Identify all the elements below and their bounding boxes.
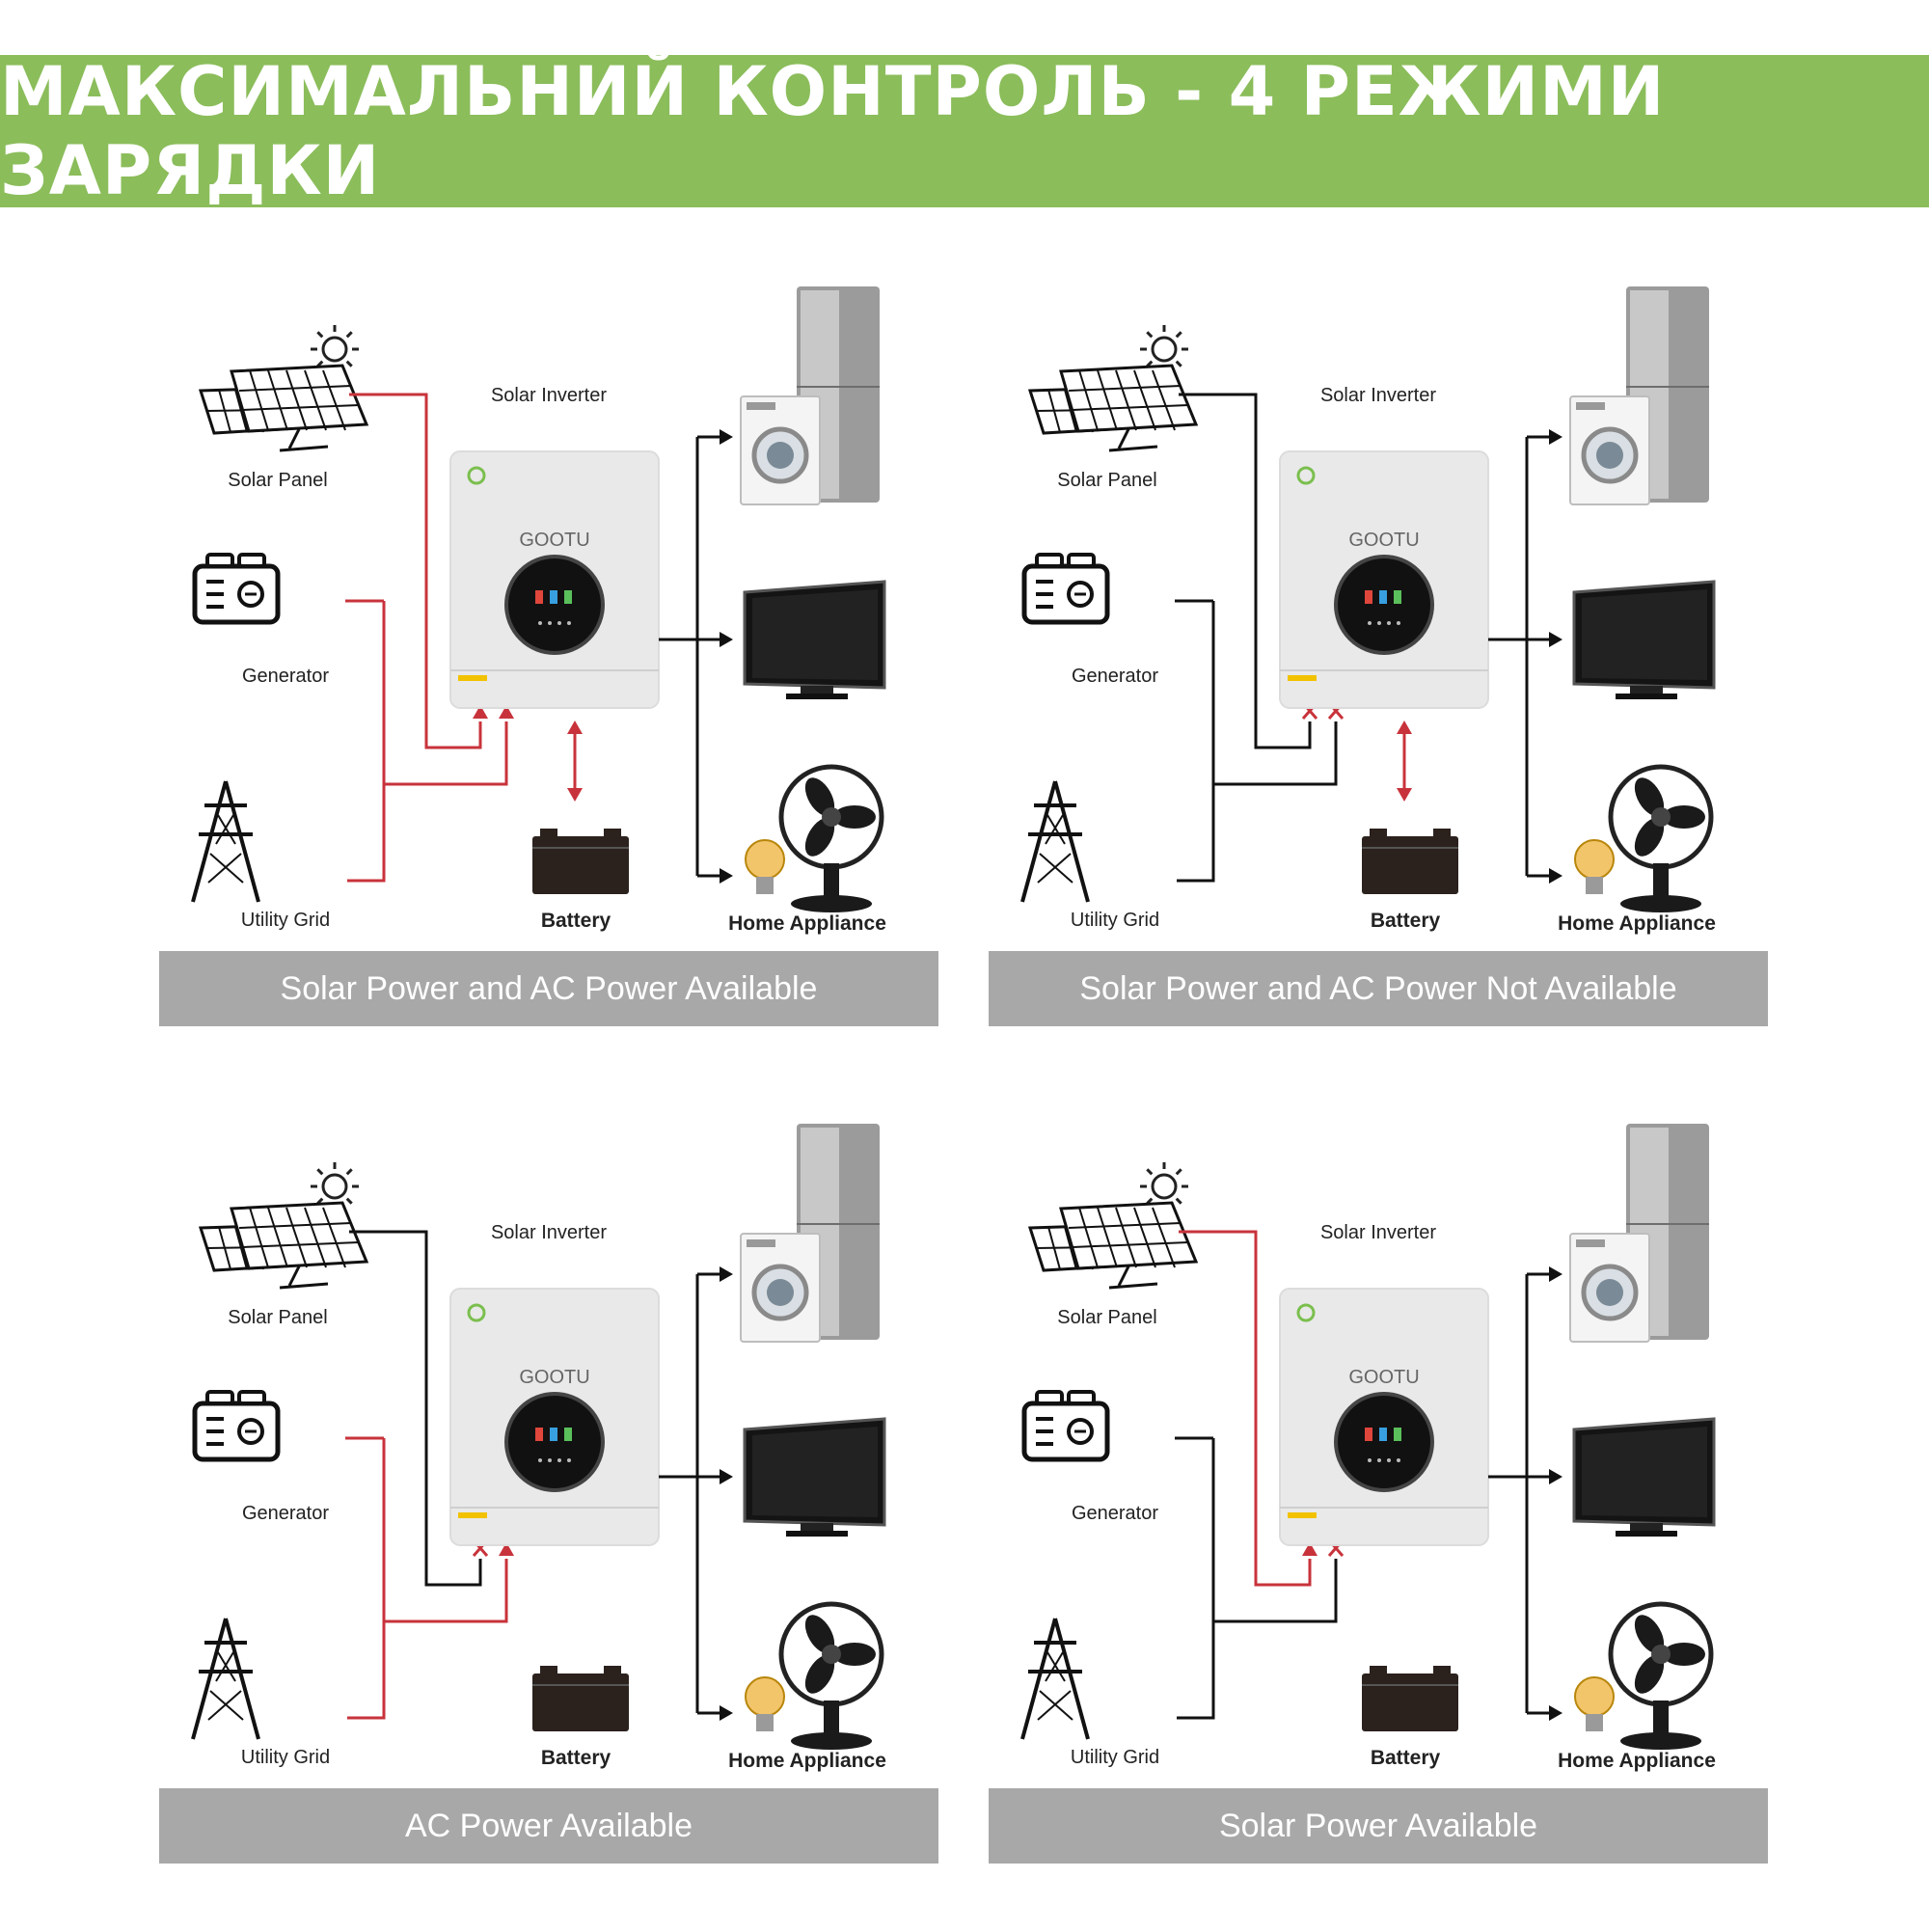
label-solar-inverter: Solar Inverter [1319,385,1437,406]
solar-line [349,393,488,749]
solar-panel-icon [198,1201,369,1290]
title-banner: МАКСИМАЛЬНИЙ КОНТРОЛЬ - 4 РЕЖИМИ ЗАРЯДКИ [0,52,1929,210]
mode-caption: Solar Power and AC Power Not Available [1079,969,1677,1007]
label-home-appliance: Home Appliance [728,1750,886,1772]
power-tower-icon [1020,780,1090,903]
inverter-icon: GOOTU [1279,1288,1489,1546]
label-battery: Battery [540,910,611,932]
power-tower-icon [1020,1618,1090,1740]
label-solar-inverter: Solar Inverter [490,385,608,406]
output-lines [659,1266,733,1721]
fan-icon [1608,764,1714,912]
label-home-appliance: Home Appliance [728,912,886,935]
washing-machine-icon [1569,395,1650,505]
label-generator: Generator [1071,1503,1159,1524]
banner-title: МАКСИМАЛЬНИЙ КОНТРОЛЬ - 4 РЕЖИМИ ЗАРЯДКИ [0,52,1666,210]
label-utility-grid: Utility Grid [240,910,331,931]
inverter-icon: GOOTU [449,1288,660,1546]
label-generator: Generator [1071,666,1159,687]
label-home-appliance: Home Appliance [1558,1750,1716,1772]
inverter-icon: GOOTU [449,450,660,709]
label-battery: Battery [1370,1747,1441,1769]
label-solar-panel: Solar Panel [1057,1307,1157,1328]
washing-machine-icon [740,1233,821,1343]
power-tower-icon [191,1618,260,1740]
battery-icon [532,829,629,894]
mode-caption: Solar Power and AC Power Available [280,969,818,1007]
tv-icon [743,580,886,699]
fan-icon [1608,1601,1714,1750]
washing-machine-icon [740,395,821,505]
solar-panel-icon [1027,1201,1199,1290]
tv-icon [1572,580,1716,699]
label-solar-panel: Solar Panel [228,470,328,491]
label-utility-grid: Utility Grid [1070,1747,1160,1768]
washing-machine-icon [1569,1233,1650,1343]
inverter-brand: GOOTU [519,1367,589,1388]
bulb-icon [1574,839,1615,894]
label-solar-inverter: Solar Inverter [490,1222,608,1243]
inverter-brand: GOOTU [1348,530,1419,551]
bulb-icon [745,1676,785,1731]
fan-icon [778,764,884,912]
battery-link [567,721,583,802]
solar-panel-icon [1027,364,1199,452]
label-solar-panel: Solar Panel [1057,470,1157,491]
label-generator: Generator [241,1503,330,1524]
output-lines [1488,1266,1562,1721]
diagram-graphic: GOOTU [159,1124,938,1864]
diagram-graphic: GOOTU [989,286,1768,1026]
generator-icon [1021,553,1110,625]
diagram-graphic: GOOTU [159,286,938,1026]
battery-link [1397,721,1412,802]
tv-icon [743,1417,886,1537]
generator-icon [192,1390,281,1462]
label-battery: Battery [540,1747,611,1769]
power-tower-icon [191,780,260,903]
label-utility-grid: Utility Grid [240,1747,331,1768]
generator-icon [192,553,281,625]
output-lines [1488,429,1562,884]
ac-line [345,599,514,883]
solar-line [1179,1230,1318,1587]
label-home-appliance: Home Appliance [1558,912,1716,935]
output-lines [659,429,733,884]
mode-caption: Solar Power Available [1218,1807,1538,1844]
battery-icon [1362,829,1458,894]
fan-icon [778,1601,884,1750]
solar-panel-icon [198,364,369,452]
label-utility-grid: Utility Grid [1070,910,1160,931]
inverter-brand: GOOTU [1348,1367,1419,1388]
label-battery: Battery [1370,910,1441,932]
battery-icon [532,1666,629,1731]
ac-line [1175,599,1345,883]
bulb-icon [745,839,785,894]
label-generator: Generator [241,666,330,687]
battery-icon [1362,1666,1458,1731]
label-solar-panel: Solar Panel [228,1307,328,1328]
tv-icon [1572,1417,1716,1537]
diagram-graphic: GOOTU [989,1124,1768,1864]
bulb-icon [1574,1676,1615,1731]
inverter-brand: GOOTU [519,530,589,551]
inverter-icon: GOOTU [1279,450,1489,709]
label-solar-inverter: Solar Inverter [1319,1222,1437,1243]
ac-line [345,1436,514,1720]
mode-caption: AC Power Available [405,1807,693,1844]
generator-icon [1021,1390,1110,1462]
